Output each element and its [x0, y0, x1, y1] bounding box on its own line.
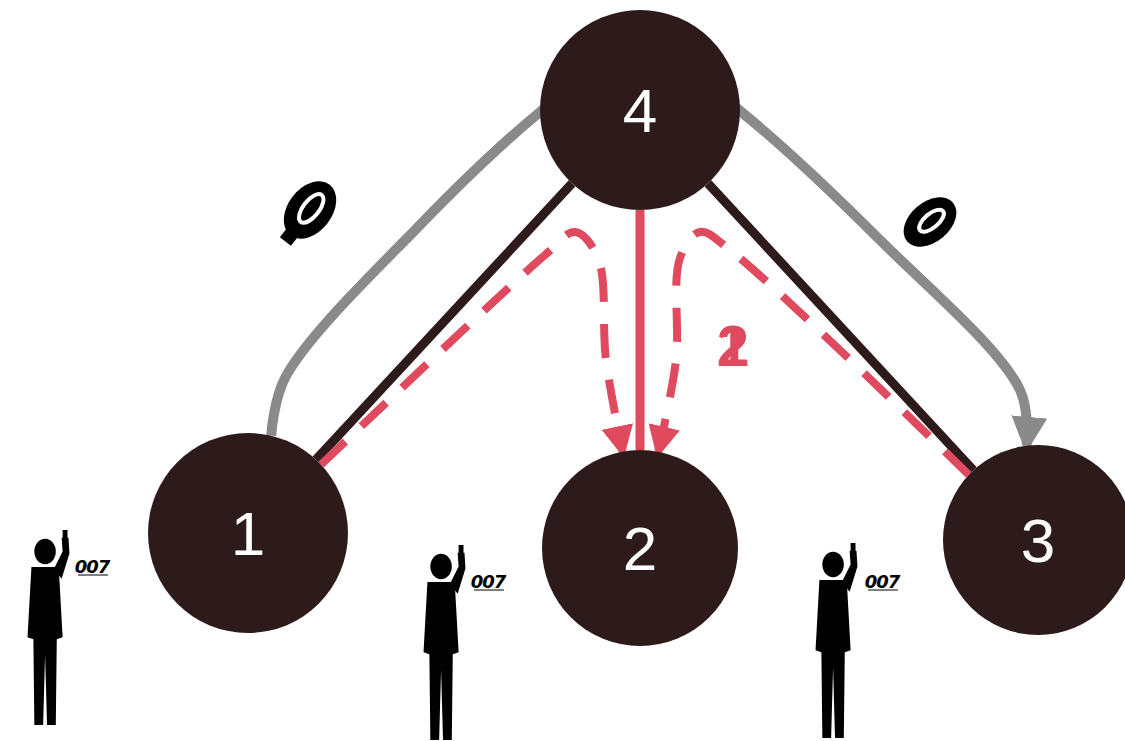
logo-text: 007 [865, 571, 900, 592]
logo-text: 007 [75, 556, 110, 577]
connector-arrow [321, 232, 623, 465]
connector-arrow [658, 232, 968, 475]
logo-text: 007 [471, 571, 506, 592]
spy-silhouette [816, 541, 858, 738]
circle-shape [540, 10, 740, 210]
grenade-icon [894, 187, 966, 256]
circle-shape [148, 433, 348, 633]
node-number: 1 [148, 433, 348, 633]
step-number: 2 [717, 312, 749, 379]
node-circle: 1 [148, 433, 348, 633]
node-circle: 2 [542, 450, 738, 646]
node-number: 2 [542, 450, 738, 646]
grenade-icon [268, 171, 347, 255]
spy-silhouette [28, 528, 70, 725]
node-number: 3 [943, 445, 1125, 635]
connector-arrow [636, 210, 645, 450]
node-circle: 3 [943, 445, 1125, 635]
circle-shape [542, 450, 738, 646]
node-number: 4 [540, 10, 740, 210]
node-circle: 4 [540, 10, 740, 210]
circle-shape [943, 445, 1125, 635]
spy-silhouette [424, 543, 466, 740]
connector-arrow [316, 183, 572, 459]
connector-arrow [708, 183, 974, 470]
